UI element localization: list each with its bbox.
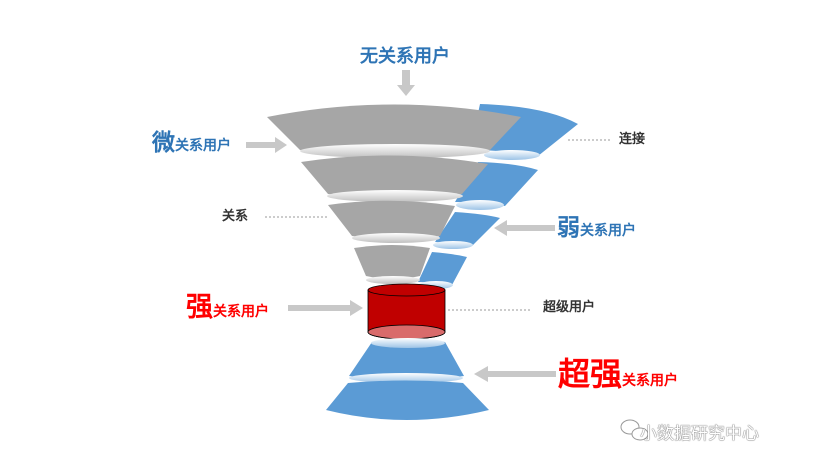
arrow-left-weak <box>494 220 555 236</box>
arrows <box>246 70 556 382</box>
label-connect: 连接 <box>619 132 646 147</box>
arrow-right-strong <box>288 300 363 316</box>
arrow-down <box>397 70 415 96</box>
gray-funnel <box>267 104 521 284</box>
label-strong-rest: 关系用户 <box>213 304 269 320</box>
label-strong-big: 强 <box>186 292 213 323</box>
watermark: 小数据研究中心 <box>640 424 759 444</box>
label-super-strong-big: 超强 <box>558 355 623 393</box>
label-no-relation-user: 无关系用户 <box>360 46 450 67</box>
label-micro-relation-user: 微关系用户 <box>152 132 231 155</box>
wechat-icon <box>620 419 649 441</box>
arrow-left-superstrong <box>474 366 556 382</box>
blue-back-funnel <box>418 104 578 289</box>
lower-blue-funnel <box>326 338 489 420</box>
label-weak-big: 弱 <box>557 215 580 241</box>
label-micro-big: 微 <box>152 130 175 156</box>
label-strong-relation-user: 强关系用户 <box>186 294 269 321</box>
leader-lines <box>265 139 610 311</box>
super-user-cylinder <box>367 283 446 340</box>
arrow-right-micro <box>246 137 287 153</box>
label-relation: 关系 <box>222 209 249 224</box>
label-weak-rest: 关系用户 <box>580 223 636 239</box>
label-super-strong-relation-user: 超强关系用户 <box>558 358 678 390</box>
label-super-strong-rest: 关系用户 <box>622 373 679 389</box>
label-super-user: 超级用户 <box>543 300 596 315</box>
label-micro-rest: 关系用户 <box>175 138 231 154</box>
label-weak-relation-user: 弱关系用户 <box>557 217 636 240</box>
